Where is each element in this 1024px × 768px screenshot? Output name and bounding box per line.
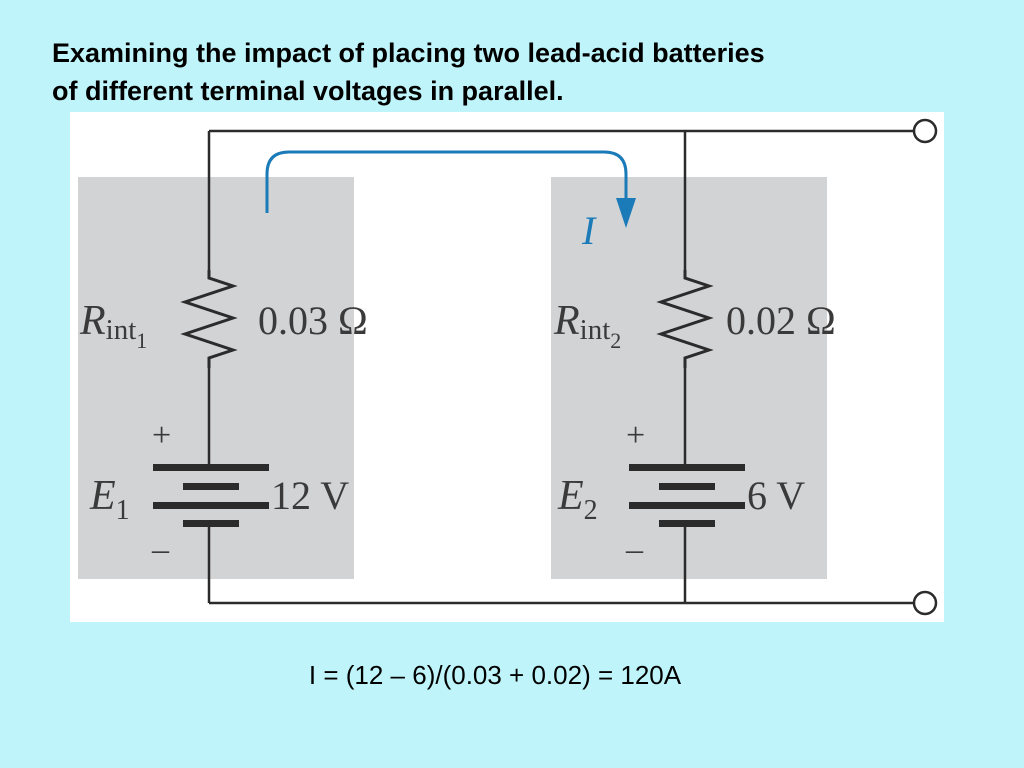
- current-label: I: [581, 208, 597, 253]
- r-int-1-label: Rint1: [79, 298, 147, 353]
- circuit-diagram: I Rint1 0.03 Ω + E1 – 12 V Rint2 0.02 Ω …: [70, 112, 944, 622]
- terminal-bottom: [912, 590, 938, 616]
- e-1-label: E1: [89, 473, 130, 526]
- terminal-top: [912, 118, 938, 144]
- title-line-1: Examining the impact of placing two lead…: [52, 38, 765, 68]
- r-int-2-value: 0.02 Ω: [726, 298, 836, 343]
- battery-2-plus: +: [626, 417, 645, 454]
- battery-1-panel: [78, 177, 354, 579]
- resistor-2: [656, 270, 714, 368]
- battery-1-minus: –: [151, 531, 170, 568]
- e-2-value: 6 V: [747, 473, 805, 518]
- battery-2-minus: –: [625, 531, 644, 568]
- current-equation: I = (12 – 6)/(0.03 + 0.02) = 120A: [308, 660, 682, 690]
- title-line-2: of different terminal voltages in parall…: [52, 76, 564, 106]
- r-int-1-value: 0.03 Ω: [258, 298, 368, 343]
- battery-1-symbol: [153, 464, 269, 527]
- current-arrow: [265, 150, 628, 213]
- current-arrowhead: [616, 198, 636, 228]
- r-int-2-label: Rint2: [553, 298, 621, 353]
- e-2-label: E2: [557, 473, 598, 526]
- slide-title: Examining the impact of placing two lead…: [52, 34, 992, 110]
- battery-2-panel: [551, 177, 827, 579]
- e-1-value: 12 V: [271, 473, 349, 518]
- battery-2-symbol: [629, 464, 745, 527]
- resistor-1: [180, 270, 238, 368]
- circuit-svg: I Rint1 0.03 Ω + E1 – 12 V Rint2 0.02 Ω …: [78, 118, 938, 616]
- circuit-wires: [207, 129, 913, 605]
- battery-1-plus: +: [152, 417, 171, 454]
